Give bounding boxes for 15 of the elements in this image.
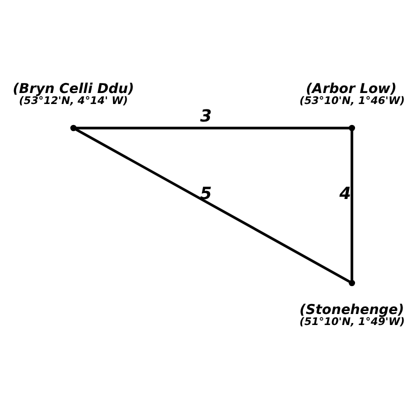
node-label: (Bryn Celli Ddu) [12,80,134,97]
node-circle [70,124,77,132]
node-label: (53°10'N, 1°46'W) [300,94,405,107]
node-circle [348,124,356,132]
edge-label: 5 [200,182,212,203]
node-label: (Stonehenge) [300,302,404,318]
connector [76,126,350,130]
edge-label: 4 [339,182,351,203]
node-label: (53°12'N, 4°14' W) [19,94,128,107]
edge-label: 3 [200,106,212,126]
node-label: (51°10'N, 1°49'W) [300,316,405,328]
node-label: (Arbor Low) [306,80,397,97]
node-circle [348,280,356,286]
connector [75,128,350,283]
connector [350,130,354,280]
